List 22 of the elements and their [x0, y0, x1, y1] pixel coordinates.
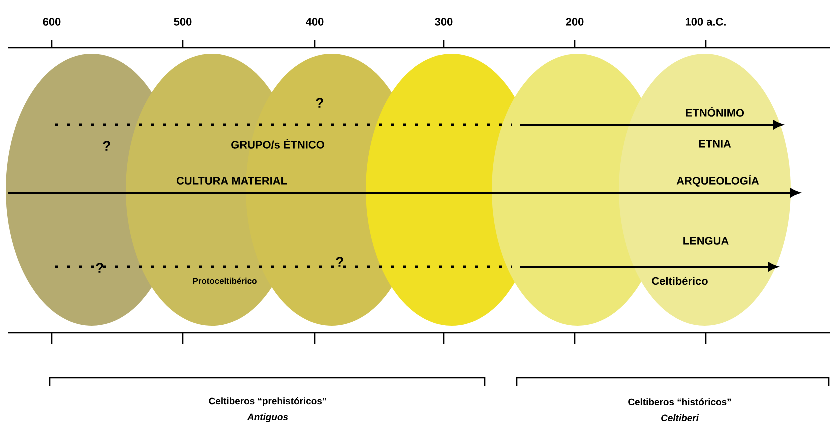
row-label: ARQUEOLOGÍA	[676, 175, 760, 187]
row-label: Celtibérico	[652, 276, 708, 286]
tick-label: 500	[174, 18, 192, 26]
tick-label: 400	[306, 18, 324, 26]
period-name: Antiguos	[247, 414, 288, 422]
row-label: ETNÓNIMO	[686, 107, 744, 117]
period-name: Celtiberi	[662, 414, 700, 422]
tick-label: 600	[43, 18, 61, 26]
row-label: GRUPO/s ÉTNICO	[232, 139, 324, 149]
question-mark: ?	[316, 98, 324, 108]
tick-label: 200	[566, 18, 584, 26]
period-label: Celtiberos “prehistóricos”	[209, 398, 326, 406]
row-label: ETNIA	[699, 140, 732, 148]
row-label: LENGUA	[684, 237, 729, 245]
tick-label: 100 a.C.	[686, 18, 726, 26]
question-mark: ?	[103, 141, 110, 151]
question-mark: ?	[96, 263, 104, 273]
question-mark: ?	[336, 257, 344, 267]
period-label: Celtiberos “históricos”	[628, 398, 732, 406]
small-label: Protoceltibérico	[193, 278, 257, 284]
row-label: CULTURA MATERIAL	[176, 177, 288, 185]
tick-label: 300	[435, 18, 453, 26]
